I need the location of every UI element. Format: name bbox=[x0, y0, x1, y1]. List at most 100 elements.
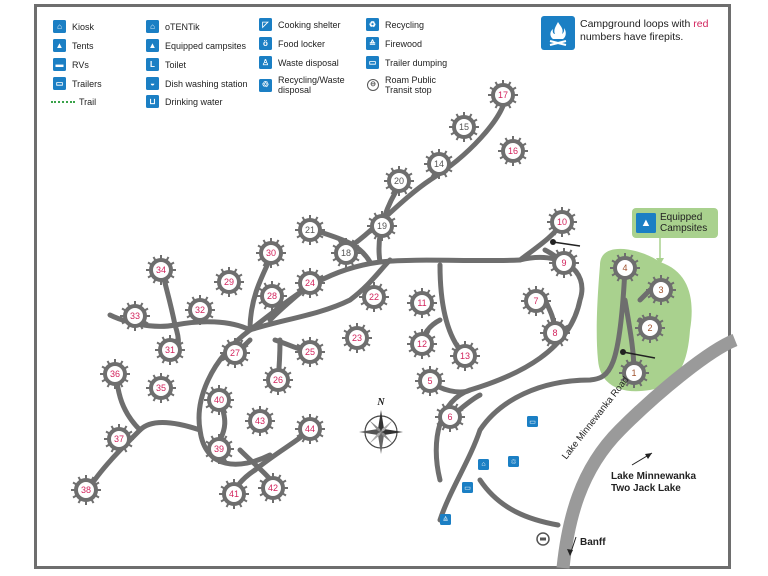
campsite-loop-35: 35 bbox=[146, 373, 176, 403]
campsite-loop-20: 20 bbox=[384, 166, 414, 196]
campsite-loop-40: 40 bbox=[204, 385, 234, 415]
svg-text:2: 2 bbox=[647, 323, 652, 333]
legend-label: Firewood bbox=[385, 38, 423, 49]
legend-label: Food locker bbox=[278, 38, 326, 49]
drinking-water-icon: ⊔ bbox=[146, 95, 159, 108]
tents-icon: ▲ bbox=[53, 39, 66, 52]
firewood-icon: ≙ bbox=[366, 37, 379, 50]
svg-text:18: 18 bbox=[341, 248, 351, 258]
legend-dish-washing: ◒Dish washing station bbox=[146, 77, 248, 90]
campsite-loop-19: 19 bbox=[367, 211, 397, 241]
waste-disposal-icon: ♙ bbox=[259, 56, 272, 69]
campground-roads bbox=[85, 97, 653, 528]
legend-food-locker: ö Food locker bbox=[259, 37, 325, 50]
destination-banff: Banff bbox=[580, 537, 606, 548]
svg-text:25: 25 bbox=[305, 347, 315, 357]
svg-text:1: 1 bbox=[631, 368, 636, 378]
campsite-loop-32: 32 bbox=[185, 295, 215, 325]
svg-text:29: 29 bbox=[224, 277, 234, 287]
campsite-loop-3: 3 bbox=[646, 275, 676, 305]
legend-label: Kiosk bbox=[72, 21, 95, 32]
legend-label: Recycling bbox=[385, 19, 425, 30]
legend-label: Trailer dumping bbox=[385, 57, 448, 68]
kiosk-map-icon: ⌂ bbox=[478, 459, 489, 470]
legend-label: Toilet bbox=[165, 59, 187, 70]
svg-text:22: 22 bbox=[369, 292, 379, 302]
legend-label: Dish washing station bbox=[165, 78, 248, 89]
legend-label: Trail bbox=[79, 97, 97, 107]
svg-text:6: 6 bbox=[447, 412, 452, 422]
svg-text:15: 15 bbox=[459, 122, 469, 132]
svg-text:27: 27 bbox=[230, 348, 240, 358]
legend-label: oTENTik bbox=[165, 21, 200, 32]
svg-text:16: 16 bbox=[508, 146, 518, 156]
svg-text:3: 3 bbox=[658, 285, 663, 295]
campsite-loop-33: 33 bbox=[120, 301, 150, 331]
campfire-icon bbox=[541, 16, 575, 50]
legend-label: Tents bbox=[72, 40, 94, 51]
toilet-icon: L bbox=[146, 58, 159, 71]
trailers-icon: ▭ bbox=[53, 77, 66, 90]
campsite-loop-14: 14 bbox=[424, 149, 454, 179]
campsite-loop-43: 43 bbox=[245, 406, 275, 436]
campsite-loop-21: 21 bbox=[295, 215, 325, 245]
cooking-shelter-icon: ◸ bbox=[259, 18, 272, 31]
svg-text:7: 7 bbox=[533, 296, 538, 306]
legend-equipped: ▲Equipped campsites bbox=[146, 39, 246, 52]
campsite-loop-15: 15 bbox=[449, 112, 479, 142]
transit-stop-icon: ⊖ bbox=[367, 79, 379, 91]
compass-north-label: N bbox=[376, 397, 385, 408]
campsite-loop-24: 24 bbox=[295, 268, 325, 298]
campsite-loop-34: 34 bbox=[146, 255, 176, 285]
svg-text:38: 38 bbox=[81, 485, 91, 495]
svg-text:8: 8 bbox=[552, 328, 557, 338]
svg-text:9: 9 bbox=[561, 258, 566, 268]
legend-label: Cooking shelter bbox=[278, 19, 341, 30]
campsite-loop-4: 4 bbox=[610, 253, 640, 283]
food-locker-icon: ö bbox=[259, 37, 272, 50]
campsite-loop-31: 31 bbox=[155, 335, 185, 365]
campsite-loop-22: 22 bbox=[359, 282, 389, 312]
svg-text:35: 35 bbox=[156, 383, 166, 393]
lake-minnewanka-road bbox=[556, 333, 738, 569]
campsite-loop-17: 17 bbox=[488, 80, 518, 110]
legend-cooking-shelter: ◸ Cooking shelter bbox=[259, 18, 341, 31]
trail-line-icon bbox=[51, 101, 75, 103]
svg-text:34: 34 bbox=[156, 265, 166, 275]
trailer-dumping-map-icon: ▭ bbox=[527, 416, 538, 427]
svg-text:30: 30 bbox=[266, 248, 276, 258]
rvs-icon: ▬ bbox=[53, 58, 66, 71]
legend-tents: ▲ Tents bbox=[53, 39, 94, 52]
campsite-loop-1: 1 bbox=[619, 358, 649, 388]
svg-text:36: 36 bbox=[110, 369, 120, 379]
svg-text:43: 43 bbox=[255, 416, 265, 426]
legend-label: Roam Public Transit stop bbox=[385, 75, 437, 95]
campsite-loop-38: 38 bbox=[71, 475, 101, 505]
campsite-loop-25: 25 bbox=[295, 337, 325, 367]
campsite-loop-44: 44 bbox=[295, 414, 325, 444]
svg-text:26: 26 bbox=[273, 375, 283, 385]
campsite-loop-7: 7 bbox=[521, 286, 551, 316]
svg-text:42: 42 bbox=[268, 483, 278, 493]
campsite-loop-41: 41 bbox=[219, 479, 249, 509]
equipped-campsites-icon: ▲ bbox=[636, 213, 656, 233]
legend-trailer-dumping: ▭Trailer dumping bbox=[366, 56, 447, 69]
legend-drinking-water: ⊔Drinking water bbox=[146, 95, 223, 108]
campsite-loop-28: 28 bbox=[257, 281, 287, 311]
svg-text:12: 12 bbox=[417, 339, 427, 349]
svg-text:39: 39 bbox=[214, 444, 224, 454]
campsite-loop-10: 10 bbox=[547, 207, 577, 237]
svg-text:24: 24 bbox=[305, 278, 315, 288]
firepit-note: Campground loops with red numbers have f… bbox=[580, 18, 709, 43]
legend-label: Trailers bbox=[72, 78, 102, 89]
campsite-loop-11: 11 bbox=[407, 288, 437, 318]
campsite-loop-36: 36 bbox=[100, 359, 130, 389]
campsite-loop-6: 6 bbox=[435, 402, 465, 432]
recycling-waste-icon: ♲ bbox=[259, 78, 272, 92]
recycling-icon: ♻ bbox=[366, 18, 379, 31]
campsite-loop-2: 2 bbox=[635, 313, 665, 343]
campsite-loop-13: 13 bbox=[450, 341, 480, 371]
campsite-loop-27: 27 bbox=[220, 338, 250, 368]
